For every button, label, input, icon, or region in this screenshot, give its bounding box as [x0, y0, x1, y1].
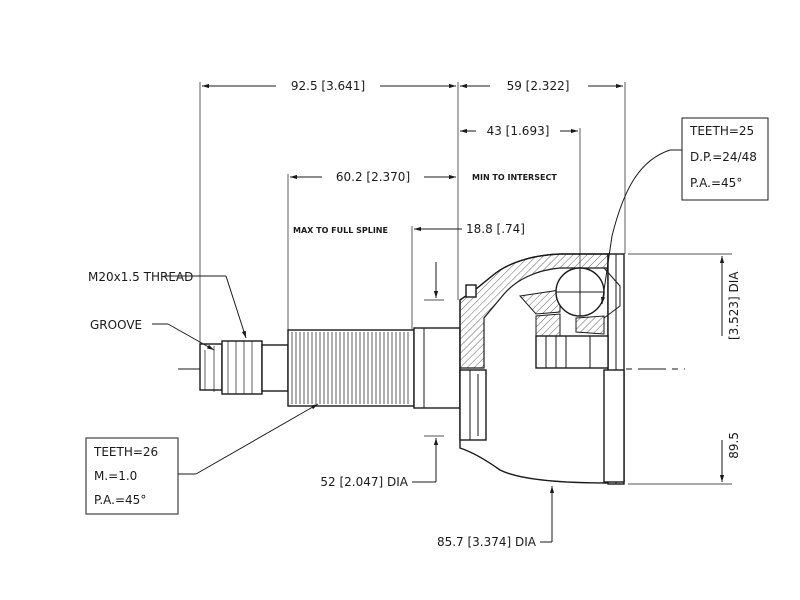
dim-overall: 92.5 [3.641] 59 [2.322]: [202, 79, 623, 93]
outer-module-text: M.=1.0: [94, 469, 137, 483]
outer-teeth-text: TEETH=26: [93, 445, 158, 459]
dim-intersect-text: 43 [1.693]: [487, 124, 550, 138]
dim-outer-dia: 89.5 [3.523] DIA: [628, 253, 741, 485]
dim-spline-offset: MAX TO FULL SPLINE 18.8 [.74]: [293, 222, 525, 236]
max-to-full-spline-note: MAX TO FULL SPLINE: [293, 226, 388, 235]
thread-label-text: M20x1.5 THREAD: [88, 270, 193, 284]
dim-spline-text: 60.2 [2.370]: [336, 170, 410, 184]
threaded-stub: [199, 340, 289, 395]
outer-pa-text: P.A.=45°: [94, 493, 146, 507]
outer-spline-note: TEETH=26 M.=1.0 P.A.=45°: [85, 403, 319, 515]
splined-shaft: [287, 327, 461, 409]
inner-teeth-text: TEETH=25: [689, 124, 754, 138]
dim-overall-left-text: 92.5 [3.641]: [291, 79, 365, 93]
dim-shaft-dia-text: 52 [2.047] DIA: [320, 475, 408, 489]
dim-housing-dia: 85.7 [3.374] DIA: [437, 486, 555, 549]
dim-intersect: 43 [1.693]: [460, 124, 578, 138]
dim-spline: 60.2 [2.370] MIN TO INTERSECT: [290, 170, 557, 184]
groove-label-text: GROOVE: [90, 318, 142, 332]
inner-race: [519, 267, 621, 369]
dim-housing-dia-text: 85.7 [3.374] DIA: [437, 535, 537, 549]
thread-label: M20x1.5 THREAD: [88, 270, 247, 339]
groove-label: GROOVE: [90, 318, 215, 351]
extension-lines: [199, 82, 626, 345]
dim-spline-offset-text: 18.8 [.74]: [466, 222, 525, 236]
inner-dp-text: D.P.=24/48: [690, 150, 757, 164]
dim-shaft-dia: 52 [2.047] DIA: [320, 262, 444, 489]
inner-pa-text: P.A.=45°: [690, 176, 742, 190]
dim-overall-right-text: 59 [2.322]: [507, 79, 570, 93]
dim-outer-dia-mm-text: 89.5: [727, 432, 741, 459]
dim-outer-dia-in-text: [3.523] DIA: [727, 271, 741, 340]
min-to-intersect-note: MIN TO INTERSECT: [472, 173, 557, 182]
inner-spline-note: TEETH=25 D.P.=24/48 P.A.=45°: [600, 117, 769, 305]
